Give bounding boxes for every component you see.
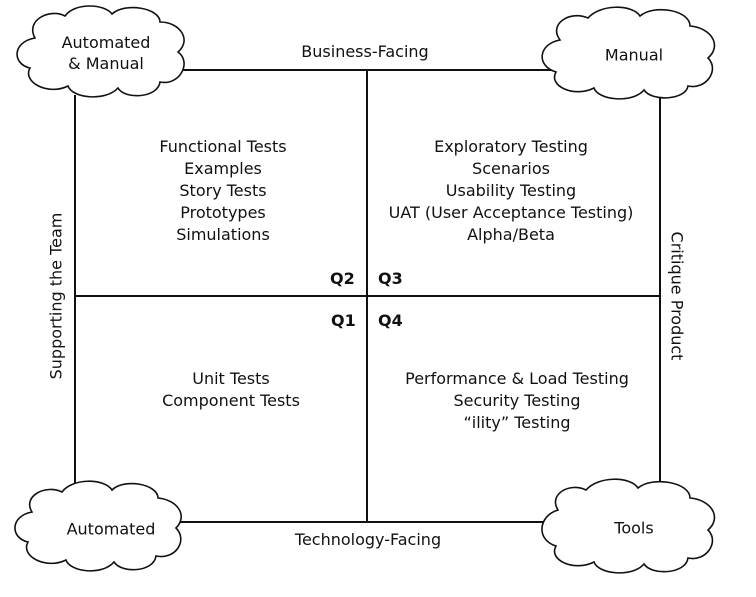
axis-bottom-label: Technology-Facing [294,530,442,549]
q4-item: Security Testing [453,391,581,410]
cloud-bottom-right-text: Tools [614,518,653,539]
q2-item: Functional Tests [159,137,287,156]
q3-item: Exploratory Testing [434,137,588,156]
quadrant-q2-items: Functional Tests Examples Story Tests Pr… [159,136,286,246]
cloud-top-left [16,5,185,98]
q1-item: Unit Tests [192,369,270,388]
cloud-bottom-left-text: Automated [67,519,156,540]
q4-item: “ility” Testing [463,413,571,432]
cloud-bottom-right-line1: Tools [614,518,654,538]
q1-item: Component Tests [162,391,300,410]
axis-top-label: Business-Facing [301,42,429,61]
q2-item: Prototypes [180,203,266,222]
cloud-bottom-left-line1: Automated [66,519,156,539]
axis-left-label: Supporting the Team [46,212,66,380]
quadrant-q2-label: Q2 [330,269,355,288]
q4-item: Performance & Load Testing [405,369,629,388]
q3-item: Usability Testing [445,181,577,200]
quadrant-q4-items: Performance & Load Testing Security Test… [405,368,629,434]
cloud-top-left-line2: & Manual [68,54,144,73]
axis-right-label: Critique Product [667,231,687,361]
quadrant-q3-label: Q3 [378,269,403,288]
quadrant-q1-items: Unit Tests Component Tests [162,368,300,412]
q2-item: Story Tests [179,181,267,200]
q3-item: Scenarios [472,159,550,178]
quadrant-q1-label: Q1 [331,311,356,330]
cloud-top-right-line1: Manual [604,45,664,65]
cloud-top-right [541,6,716,100]
quadrant-q4-label: Q4 [378,311,403,330]
cloud-bottom-left [14,480,182,572]
q3-item: Alpha/Beta [467,225,555,244]
q2-item: Simulations [176,225,270,244]
cloud-top-right-text: Manual [605,45,663,66]
cloud-bottom-right [541,478,716,574]
q3-item: UAT (User Acceptance Testing) [388,203,634,222]
quadrant-q3-items: Exploratory Testing Scenarios Usability … [389,136,634,246]
cloud-top-left-text: Automated & Manual [62,32,151,74]
cloud-top-left-line1: Automated [61,33,151,52]
q2-item: Examples [184,159,262,178]
